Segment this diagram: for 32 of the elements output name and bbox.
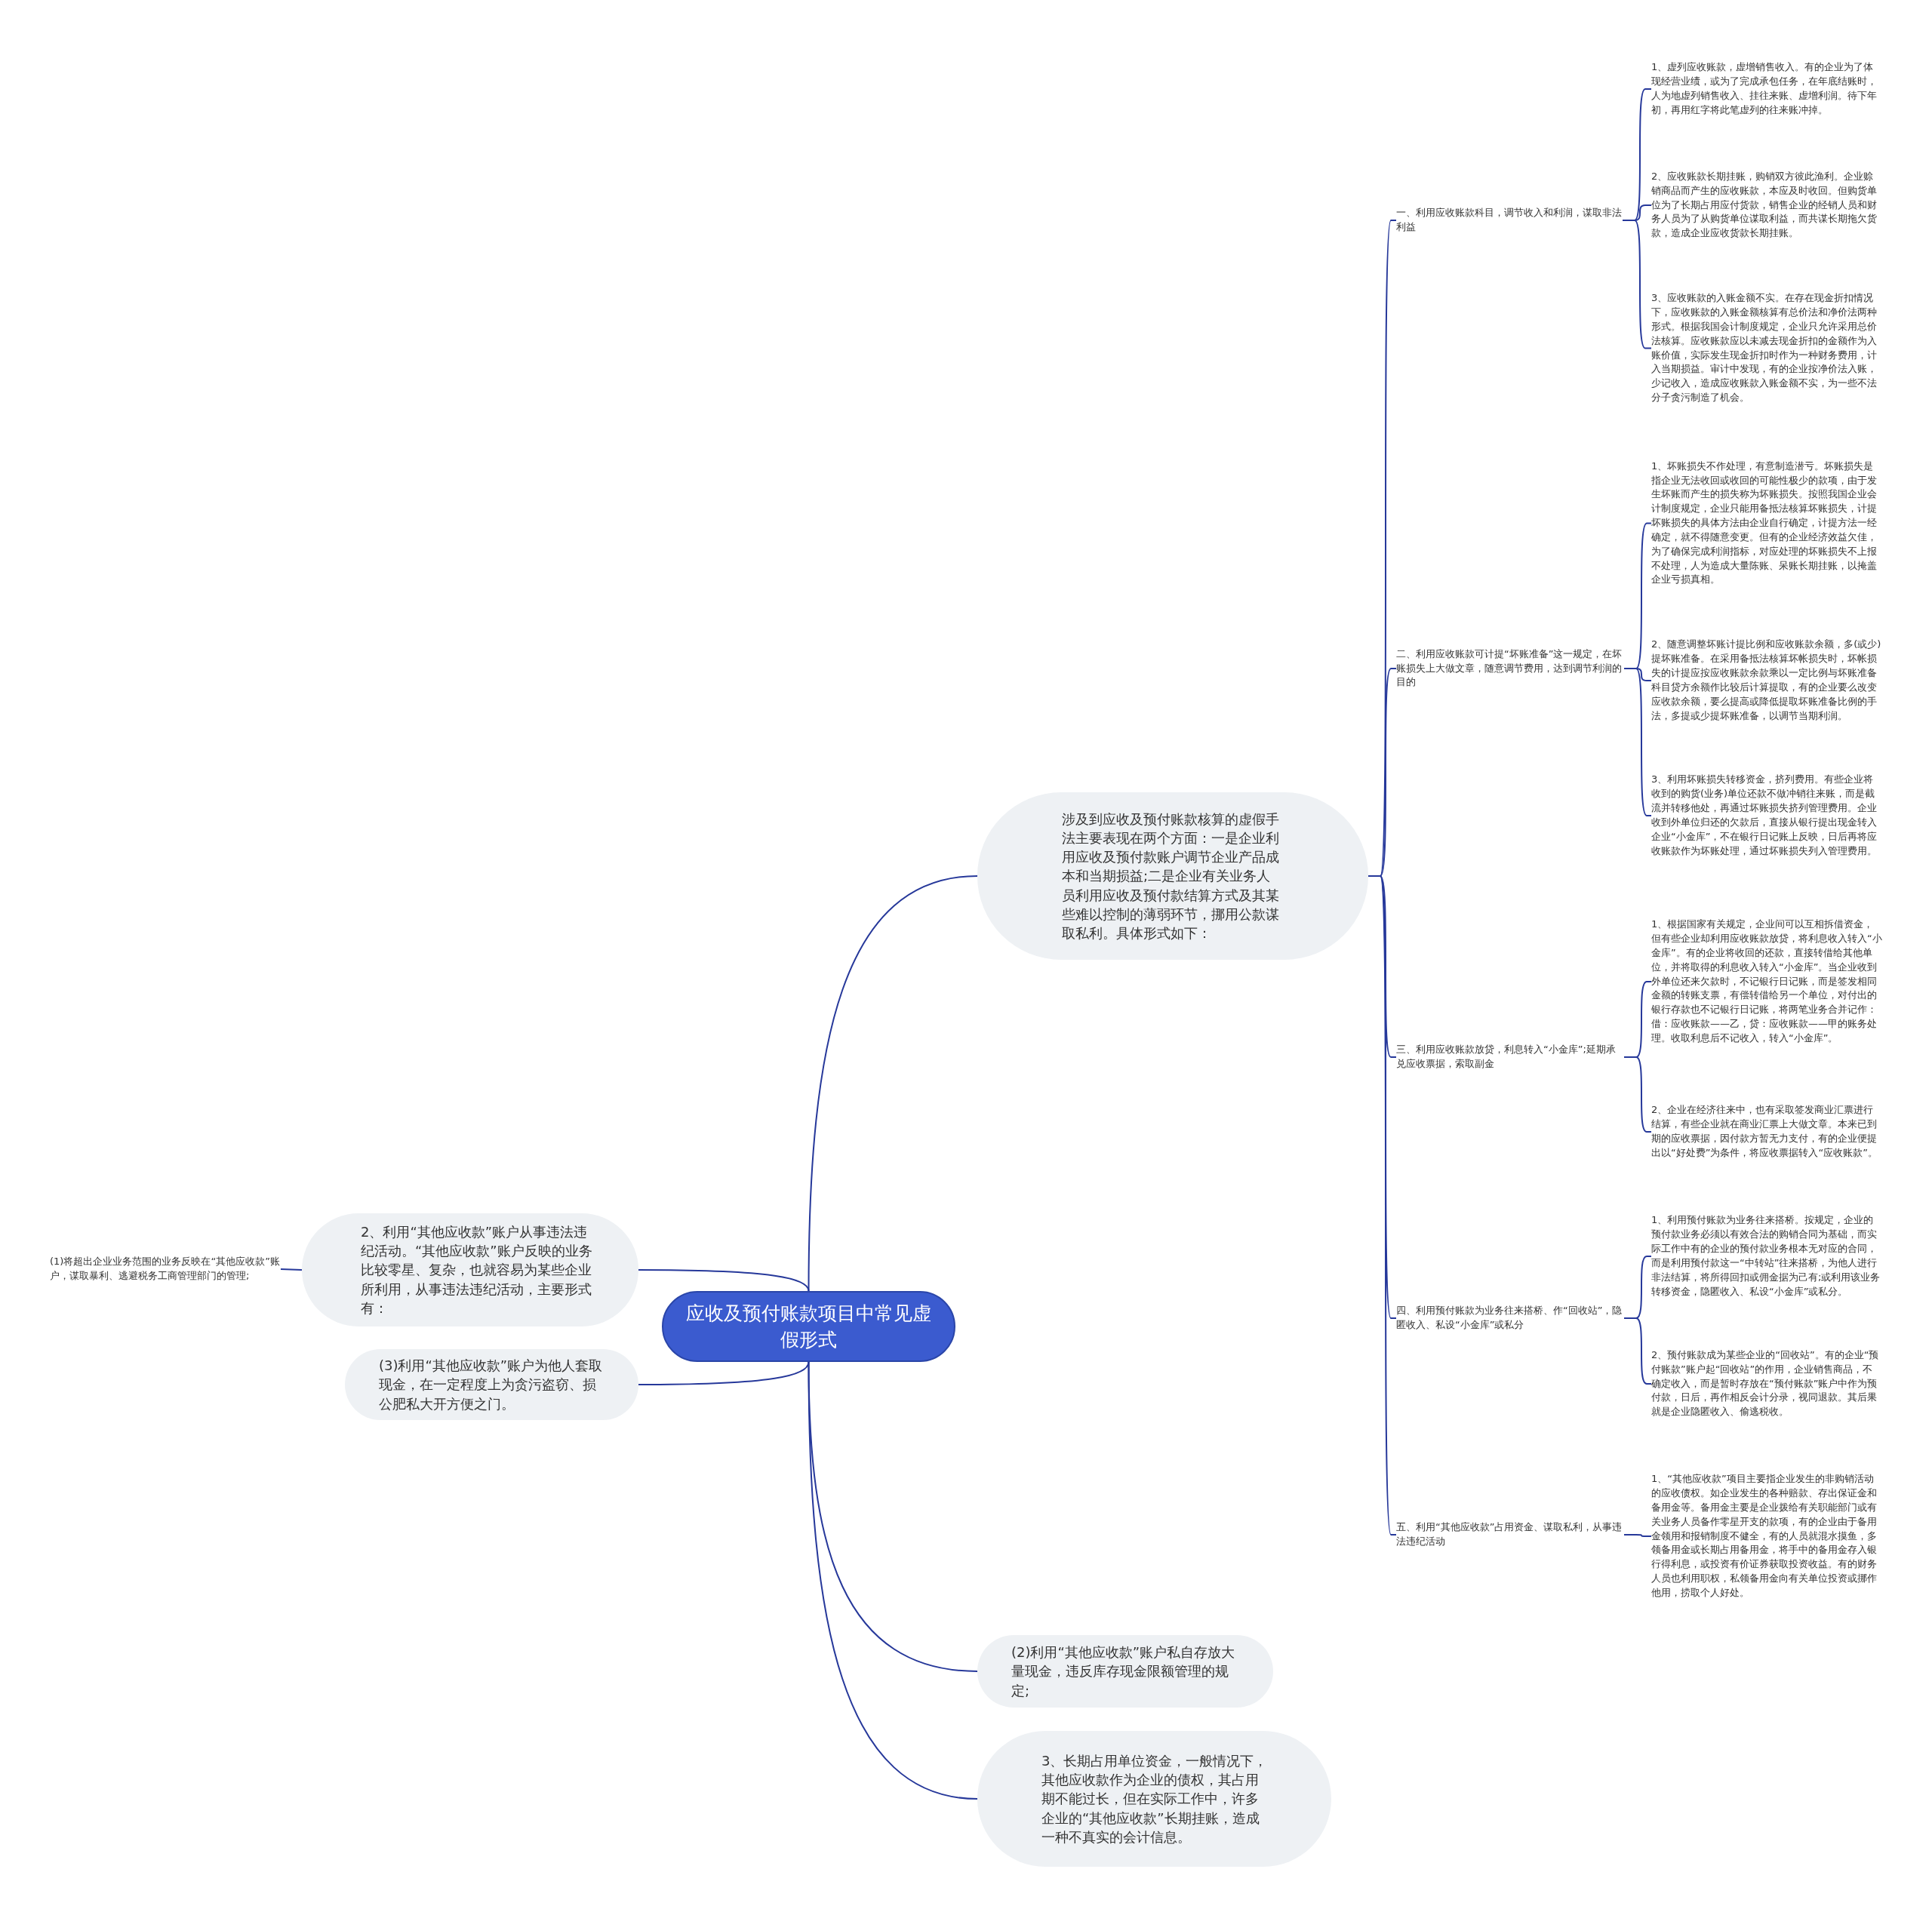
connector (1622, 220, 1652, 349)
branch-text: 3、应收账款的入账金额不实。在存在现金折扣情况下，应收账款的入账金额核算有总价法和净价法两种形式。根据我国会计制度规定，企业只允许采用总价法核算。应收账款应以未减去现金折扣的金额作为入账价值，实际发生现金折扣时作为一种财务费用，计入当期损益。审计中发现，有的企业按净价法入账，少记收入，造成应收账款入账金额不实，为一些不法分子贪污制造了机会。 (1651, 282, 1882, 414)
connector (1623, 1534, 1652, 1537)
branch-text: 2、预付账款成为某些企业的“回收站”。有的企业“预付账款”账户起“回收站”的作用，企业销售商品，不确定收入，而是暂时存放在“预付账款”账户中作为预付款，日后，再作相反会计分录，视同退款。其后果就是企业隐匿收入、偷逃税收。 (1651, 1339, 1882, 1428)
connector (638, 1269, 810, 1292)
topic-box: 2、利用“其他应收款”账户从事违法违纪活动。“其他应收款”账户反映的业务比较零星、复杂，也就容易为某些企业所利用，从事违法违纪活动，主要形式有： (302, 1213, 638, 1326)
topic-box: (2)利用“其他应收款”账户私自存放大量现金，违反库存现金限额管理的规定; (977, 1635, 1273, 1708)
branch-text: 2、企业在经济往来中，也有采取签发商业汇票进行结算，有些企业就在商业汇票上大做文章。本来已到期的应收票据，因付款方暂无力支付，有的企业便提出以“好处费”为条件，将应收票据转入“应收账款”。 (1651, 1094, 1882, 1170)
branch-text: 1、虚列应收账款，虚增销售收入。有的企业为了体现经营业绩，或为了完成承包任务，在年底结账时，人为地虚列销售收入、挂往来账、虚增利润。待下年初，再用红字将此笔虚列的往来账冲掉。 (1651, 51, 1882, 127)
branch-text: 2、应收账款长期挂账，购销双方彼此渔利。企业赊销商品而产生的应收账款，本应及时收回。但购货单位为了长期占用应付货款，销售企业的经销人员和财务人员为了从购货单位谋取利益，而共谋长期拖欠货款，造成企业应收货款长期挂账。 (1651, 160, 1882, 251)
branch-text: 一、利用应收账款科目，调节收入和利润，谋取非法利益 (1396, 205, 1623, 235)
branch-text: 1、坏账损失不作处理，有意制造潜亏。坏账损失是指企业无法收回或收回的可能性极少的款项，由于发生坏账而产生的损失称为坏账损失。按照我国企业会计制度规定，企业只能用备抵法核算坏账损失，计提坏账损失的具体方法由企业自行确定，计提方法一经确定，就不得随意变更。但有的企业经济效益欠佳，为了确保完成利润指标，对应处理的坏账损失不上报不处理，人为造成大量陈账、呆账长期挂账，以掩盖企业亏损真相。 (1651, 450, 1882, 597)
topic-box: 3、长期占用单位资金，一般情况下，其他应收款作为企业的债权，其占用期不能过长，但在实际工作中，许多企业的“其他应收款”长期挂账，造成一种不真实的会计信息。 (977, 1731, 1331, 1867)
branch-text: 1、利用预付账款为业务往来搭桥。按规定，企业的预付款业务必须以有效合法的购销合同为基础，而实际工作中有的企业的预付款业务根本无对应的合同，而是利用预付款这一“中转站”往来搭桥，为他人进行非法结算，将所得回扣或佣金据为己有;或利用该业务转移资金，隐匿收入、私设“小金库”或私分。 (1651, 1205, 1882, 1308)
branch-text: 五、利用“其他应收款”占用资金、谋取私利，从事违法违纪活动 (1396, 1519, 1624, 1551)
branch-text: 2、随意调整坏账计提比例和应收账款余额，多(或少)提坏账准备。在采用备抵法核算坏帐损失时，坏帐损失的计提应按应收账款余款乘以一定比例与坏账准备科目贷方余额作比较后计算提取，有的企业要么改变应收款余额，要么提高或降低提取坏账准备比例的手法，多提或少提坏账准备，以调节当期利润。 (1651, 629, 1882, 733)
connector (280, 1268, 303, 1271)
branch-text: 1、“其他应收款”项目主要指企业发生的非购销活动的应收债权。如企业发生的各种赔款、存出保证金和备用金等。备用金主要是企业拨给有关职能部门或有关业务人员备作零星开支的款项，有的企业由于备用金领用和报销制度不健全，有的人员就混水摸鱼，多领备用金或长期占用备用金，将手中的备用金存入银行得利息，或投资有价证券获取投资收益。有的财务人员也利用职权，私领备用金向有关单位投资或挪作他用，捞取个人好处。 (1651, 1462, 1882, 1610)
branch-text: 二、利用应收账款可计提“坏账准备”这一规定，在坏账损失上大做文章，随意调节费用，达到调节利润的目的 (1396, 645, 1624, 692)
connector (1623, 1056, 1652, 1133)
connector (808, 1361, 978, 1800)
branch-text: 四、利用预付账款为业务往来搭桥、作“回收站”，隐匿收入、私设“小金库”或私分 (1396, 1302, 1624, 1334)
connector (1623, 1317, 1652, 1385)
topic-box: 涉及到应收及预付账款核算的虚假手法主要表现在两个方面：一是企业利用应收及预付款账户调节企业产品成本和当期损益;二是企业有关业务人员利用应收及预付款结算方式及其某些难以控制的薄弱环节，挪用公款谋取私利。具体形式如下： (977, 792, 1368, 960)
connector (638, 1361, 810, 1385)
branch-text: (1)将超出企业业务范围的业务反映在“其他应收款”账户，谋取暴利、逃避税务工商管理部门的管理; (50, 1247, 281, 1292)
central-topic: 应收及预付账款项目中常见虚假形式 (662, 1291, 955, 1362)
branch-text: 3、利用坏账损失转移资金，挤列费用。有些企业将收到的购货(业务)单位还款不做冲销往来账，而是截流并转移他处，再通过坏账损失挤列管理费用。企业收到外单位归还的欠款后，直接从银行提出现金转入企业“小金库”，不在银行日记账上反映，日后再将应收账款作为坏账处理，通过坏账损失列入管理费用。 (1651, 764, 1882, 868)
branch-text: 三、利用应收账款放贷，利息转入“小金库”;延期承兑应收票据，索取副金 (1396, 1041, 1624, 1073)
topic-box: (3)利用“其他应收款”账户为他人套取现金，在一定程度上为贪污盗窃、损公肥私大开方便之门。 (345, 1349, 638, 1420)
branch-text: 1、根据国家有关规定，企业间可以互相拆借资金，但有些企业却利用应收账款放贷，将利息收入转入“小金库”。有的企业将收回的还款，直接转借给其他单位，并将取得的利息收入转入“小金库”。当企业收到外单位还来欠款时，不记银行日记账，而是签发相同金额的转账支票，有偿转借给另一个单位，对付出的银行存款也不记银行日记账，将两笔业务合并记作：借：应收账款——乙，贷：应收账款——甲的账务处理。收取利息后不记收入，转入“小金库”。 (1651, 899, 1882, 1064)
connector (1623, 668, 1652, 816)
